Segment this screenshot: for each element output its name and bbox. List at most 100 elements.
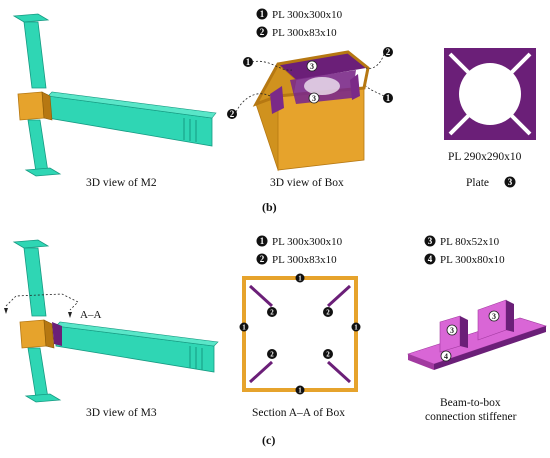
- badge-number: 3: [428, 236, 433, 246]
- legend-item-pl-300x83x10: PL 300x83x10: [272, 27, 337, 39]
- box-stiffener-a: [270, 86, 284, 114]
- box-stiffener-b: [350, 74, 360, 100]
- badge-number: 1: [298, 387, 302, 395]
- badge-number: 1: [260, 9, 265, 19]
- section-corner-plate: [248, 360, 274, 384]
- m2-column-lower: [27, 119, 49, 173]
- subfigure-label-c: (c): [262, 433, 275, 447]
- section-arrow-icon: [68, 312, 72, 318]
- badge-number: 1: [260, 236, 265, 246]
- section-corner-plate: [326, 360, 352, 384]
- leader-line: [365, 53, 385, 69]
- badge-number: 1: [298, 275, 302, 283]
- badge-number: 3: [310, 62, 314, 71]
- badge-2-icon: [323, 349, 333, 359]
- section-arrow-icon: [4, 308, 8, 314]
- badge-number: 2: [260, 27, 265, 37]
- legend-item-pl-300x83x10: PL 300x83x10: [272, 254, 337, 266]
- badge-3-icon: [504, 176, 516, 188]
- m3-box-side: [43, 319, 55, 349]
- m2-top-plate: [12, 13, 50, 23]
- m3-beam-flange: [55, 321, 219, 347]
- badge-1-icon: [295, 273, 305, 283]
- m3-model: [4, 239, 219, 403]
- caption-plate: Plate: [466, 177, 489, 189]
- box-3d-model: 1 2 1 2 3 3: [227, 47, 393, 172]
- badge-3-icon: [424, 235, 436, 247]
- badge-number: 1: [246, 57, 251, 67]
- caption-section: Section A–A of Box: [252, 407, 345, 419]
- badge-number: 1: [242, 324, 246, 332]
- badge-2-icon: [227, 109, 237, 119]
- badge-number: 2: [230, 109, 235, 119]
- box-legend-b: 1 PL 300x300x10 2 PL 300x83x10: [256, 8, 343, 39]
- stiffener-base-edge: [434, 326, 546, 370]
- badge-number: 2: [270, 351, 274, 359]
- badge-3-icon: [446, 324, 458, 336]
- caption-m2: 3D view of M2: [86, 177, 157, 189]
- badge-number: 3: [492, 312, 496, 321]
- legend-item-pl-80x52x10: PL 80x52x10: [440, 236, 500, 248]
- m3-column-lower: [27, 347, 49, 399]
- legend-item-pl-300x300x10: PL 300x300x10: [272, 9, 343, 21]
- m3-connection-stiffener: [52, 322, 62, 346]
- legend-item-pl-300x80x10: PL 300x80x10: [440, 254, 505, 266]
- m3-column-upper: [23, 247, 47, 317]
- m3-box-front: [19, 319, 47, 349]
- badge-1-icon: [239, 322, 249, 332]
- badge-1-icon: [256, 8, 268, 20]
- badge-number: 2: [326, 351, 330, 359]
- stiffener-drawing: 3 3 4: [407, 299, 547, 370]
- badge-2-icon: [267, 349, 277, 359]
- stiffener-base-edge: [408, 354, 434, 370]
- caption-stiffener-line-2: connection stiffener: [425, 411, 517, 423]
- plate-circular-opening: [459, 63, 521, 125]
- badge-number: 4: [428, 254, 433, 264]
- section-cut-line: [5, 293, 79, 311]
- badge-number: 2: [260, 254, 265, 264]
- leader-line: [251, 60, 293, 71]
- box-inner-opening: [304, 77, 340, 95]
- badge-number: 2: [270, 309, 274, 317]
- badge-1-icon: [383, 93, 393, 103]
- badge-3-icon: [488, 310, 500, 322]
- badge-4-icon: [424, 253, 436, 265]
- leader-line: [235, 93, 271, 113]
- badge-number: 2: [386, 47, 391, 57]
- plate-corner-slot: [508, 52, 532, 76]
- badge-number: 3: [450, 326, 454, 335]
- badge-2-icon: [256, 253, 268, 265]
- badge-1-icon: [256, 235, 268, 247]
- badge-number: 1: [354, 324, 358, 332]
- m2-box-front: [17, 91, 45, 121]
- badge-1-icon: [351, 322, 361, 332]
- section-corner-plate: [248, 284, 274, 308]
- caption-m3: 3D view of M3: [86, 407, 157, 419]
- badge-number: 2: [326, 309, 330, 317]
- badge-1-icon: [295, 385, 305, 395]
- badge-3-icon: [306, 60, 318, 72]
- badge-2-icon: [256, 26, 268, 38]
- stiffener-fin-front-side: [460, 316, 468, 348]
- leader-line: [365, 85, 385, 97]
- badge-number: 4: [444, 352, 448, 361]
- section-cut-label: A–A: [80, 309, 101, 321]
- stiffener-legend: 3 PL 80x52x10 4 PL 300x80x10: [424, 235, 505, 266]
- m2-beam-flange: [47, 91, 217, 119]
- badge-4-icon: [440, 350, 452, 362]
- caption-box: 3D view of Box: [270, 177, 344, 189]
- section-legend: 1 PL 300x300x10 2 PL 300x83x10: [256, 235, 343, 266]
- badge-number: 3: [312, 94, 316, 103]
- badge-number: 1: [386, 93, 391, 103]
- m2-box-side: [41, 91, 53, 121]
- section-corner-plate: [326, 284, 352, 308]
- badge-2-icon: [323, 307, 333, 317]
- plate-corner-slot: [448, 52, 472, 76]
- plate-corner-slot: [448, 112, 472, 136]
- stiffener-fin-back-side: [506, 300, 514, 332]
- plate-corner-slot: [508, 112, 532, 136]
- m2-base-plate: [24, 167, 62, 177]
- subfigure-label-b: (b): [262, 200, 277, 214]
- m3-base-plate: [24, 393, 62, 403]
